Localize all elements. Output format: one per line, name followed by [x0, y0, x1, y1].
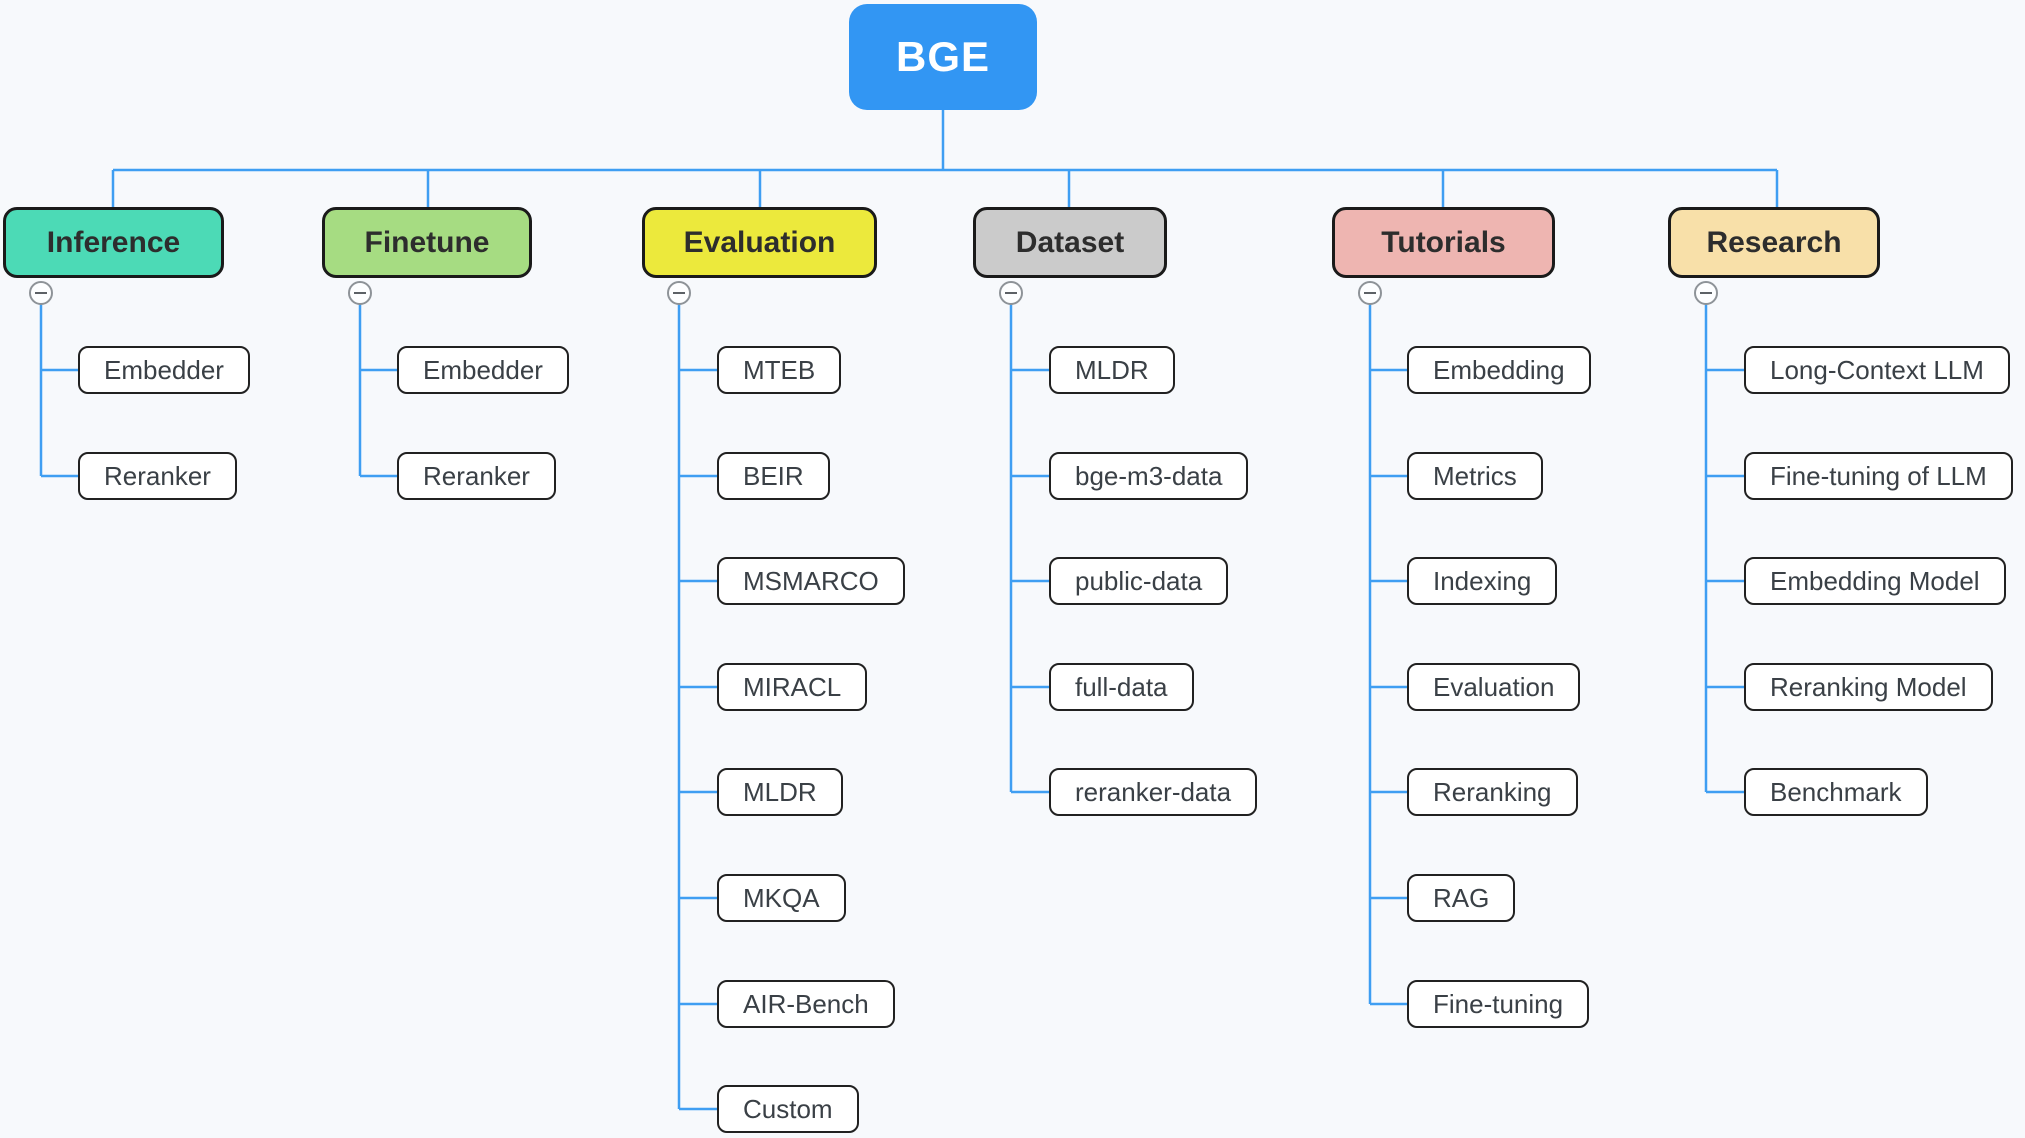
research-child-long-context-llm[interactable]: Long-Context LLM [1744, 346, 2010, 394]
evaluation-child-msmarco[interactable]: MSMARCO [717, 557, 905, 605]
research-child-benchmark[interactable]: Benchmark [1744, 768, 1928, 816]
tutorials-child-embedding[interactable]: Embedding [1407, 346, 1591, 394]
evaluation-child-mteb[interactable]: MTEB [717, 346, 842, 394]
dataset-child-reranker-data[interactable]: reranker-data [1049, 768, 1258, 816]
minus-glyph [673, 292, 685, 294]
inference-child-embedder[interactable]: Embedder [78, 346, 250, 394]
branch-node-dataset[interactable]: Dataset [973, 207, 1167, 278]
research-child-fine-tuning-of-llm[interactable]: Fine-tuning of LLM [1744, 452, 2013, 500]
evaluation-child-beir[interactable]: BEIR [717, 452, 830, 500]
finetune-child-embedder[interactable]: Embedder [397, 346, 569, 394]
minus-glyph [354, 292, 366, 294]
collapse-minus-icon-evaluation[interactable] [667, 281, 691, 305]
tutorials-child-fine-tuning[interactable]: Fine-tuning [1407, 980, 1590, 1028]
evaluation-child-air-bench[interactable]: AIR-Bench [717, 980, 895, 1028]
collapse-minus-icon-tutorials[interactable] [1358, 281, 1382, 305]
dataset-child-public-data[interactable]: public-data [1049, 557, 1229, 605]
root-node-bge[interactable]: BGE [849, 4, 1037, 110]
tutorials-child-metrics[interactable]: Metrics [1407, 452, 1543, 500]
tutorials-child-evaluation[interactable]: Evaluation [1407, 663, 1581, 711]
evaluation-child-mldr[interactable]: MLDR [717, 768, 843, 816]
research-child-reranking-model[interactable]: Reranking Model [1744, 663, 1993, 711]
branch-node-finetune[interactable]: Finetune [322, 207, 532, 278]
branch-node-inference[interactable]: Inference [3, 207, 224, 278]
minus-glyph [1700, 292, 1712, 294]
branch-node-tutorials[interactable]: Tutorials [1332, 207, 1555, 278]
evaluation-child-custom[interactable]: Custom [717, 1085, 859, 1133]
tutorials-child-rag[interactable]: RAG [1407, 874, 1516, 922]
collapse-minus-icon-finetune[interactable] [348, 281, 372, 305]
inference-child-reranker[interactable]: Reranker [78, 452, 237, 500]
collapse-minus-icon-dataset[interactable] [999, 281, 1023, 305]
tutorials-child-reranking[interactable]: Reranking [1407, 768, 1578, 816]
collapse-minus-icon-research[interactable] [1694, 281, 1718, 305]
tutorials-child-indexing[interactable]: Indexing [1407, 557, 1558, 605]
dataset-child-full-data[interactable]: full-data [1049, 663, 1194, 711]
finetune-child-reranker[interactable]: Reranker [397, 452, 556, 500]
dataset-child-bge-m3-data[interactable]: bge-m3-data [1049, 452, 1249, 500]
dataset-child-mldr[interactable]: MLDR [1049, 346, 1175, 394]
branch-node-research[interactable]: Research [1668, 207, 1880, 278]
collapse-minus-icon-inference[interactable] [29, 281, 53, 305]
minus-glyph [1364, 292, 1376, 294]
evaluation-child-mkqa[interactable]: MKQA [717, 874, 846, 922]
evaluation-child-miracl[interactable]: MIRACL [717, 663, 868, 711]
branch-node-evaluation[interactable]: Evaluation [642, 207, 877, 278]
minus-glyph [1005, 292, 1017, 294]
research-child-embedding-model[interactable]: Embedding Model [1744, 557, 2006, 605]
minus-glyph [35, 292, 47, 294]
